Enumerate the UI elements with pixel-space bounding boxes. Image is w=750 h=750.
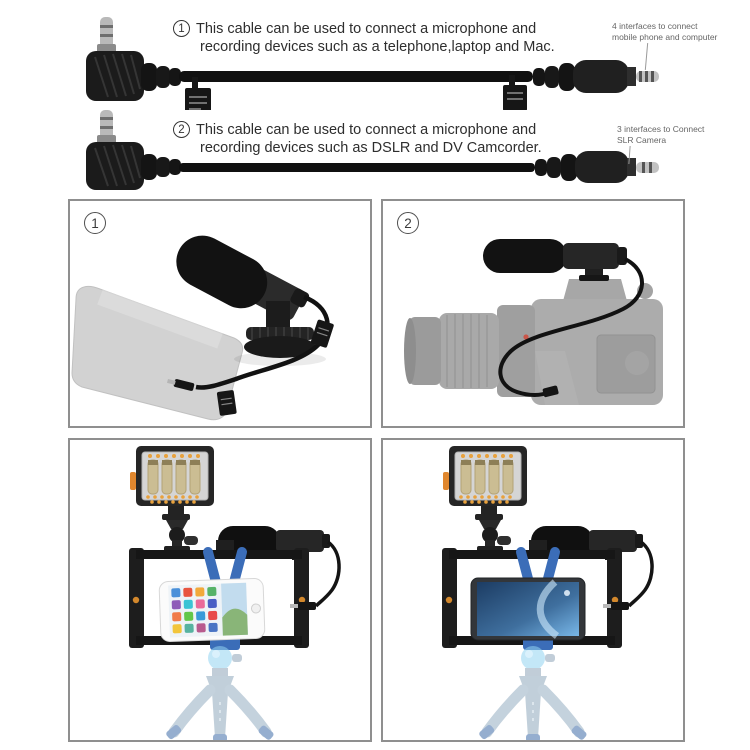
mic-cable: [498, 257, 644, 397]
light-side-button: [443, 472, 449, 490]
video-rig-illustration: [442, 446, 654, 740]
mini-tripod: [479, 646, 587, 740]
cable-tag: [216, 390, 237, 416]
instruction-1-line2: recording devices such as a telephone,la…: [200, 39, 555, 55]
app-icons: [171, 586, 218, 634]
batteries: [460, 459, 514, 495]
smartphone-silhouette: [71, 285, 244, 421]
cable-1-wire: [179, 71, 533, 82]
smartphone-dark: [470, 577, 586, 641]
cable-2-illustration: [86, 110, 659, 190]
led-dots: [459, 454, 513, 504]
ball-head-mount: [473, 506, 511, 557]
panel-mic-with-phone: 1: [68, 199, 372, 428]
mic-on-phone-illustration: [71, 235, 334, 421]
cable-plug: [542, 385, 559, 398]
panel-mic-with-dslr: 2: [381, 199, 685, 428]
straight-plug-trs: [535, 151, 659, 183]
light-side-button: [130, 472, 136, 490]
instruction-2: 2 This cable can be used to connect a mi…: [173, 121, 573, 157]
mic-on-camera-illustration: [404, 239, 663, 405]
panel-1-badge: 1: [84, 212, 106, 234]
dslr-camera-silhouette: [404, 279, 663, 405]
circled-number-2: 2: [173, 121, 190, 138]
instruction-1-line1: This cable can be used to connect a micr…: [196, 21, 537, 37]
ball-head-mount: [160, 506, 198, 557]
connector-note-4pole: 4 interfaces to connect mobile phone and…: [612, 21, 742, 42]
note-line: mobile phone and computer: [612, 31, 718, 42]
cable-1-illustration: [86, 17, 659, 110]
panel-2-badge: 2: [397, 212, 419, 234]
cable-tag: [503, 75, 527, 110]
instruction-2-line2: recording devices such as DSLR and DV Ca…: [200, 140, 542, 156]
cable-plug: [603, 602, 629, 610]
batteries: [147, 459, 201, 495]
cable-tag: [310, 319, 334, 348]
note-line: 4 interfaces to connect: [612, 21, 698, 31]
right-angle-plug: [86, 17, 181, 101]
instruction-2-line1: This cable can be used to connect a micr…: [196, 122, 537, 138]
circled-number-1: 1: [173, 20, 190, 37]
note-line: SLR Camera: [617, 134, 667, 145]
instruction-1: 1 This cable can be used to connect a mi…: [173, 20, 573, 56]
led-dots: [146, 454, 200, 504]
mic-cable: [627, 540, 654, 608]
cable-2-wire: [179, 163, 535, 172]
note-line: 3 interfaces to Connect: [617, 124, 705, 134]
connector-note-3pole: 3 interfaces to Connect SLR Camera: [617, 124, 737, 145]
cable-tag: [185, 77, 211, 110]
microphone: [483, 239, 627, 281]
video-rig-illustration: [129, 446, 341, 740]
microphone: [176, 235, 316, 358]
right-angle-plug: [86, 110, 181, 190]
cable-plug: [290, 602, 316, 610]
panel-rig-dark-phone: [381, 438, 685, 742]
mini-tripod: [166, 646, 274, 740]
smartphone-white: [158, 578, 266, 642]
cable-plug: [167, 378, 195, 391]
straight-plug-trrs: [533, 60, 659, 93]
led-light: [130, 446, 214, 506]
mic-cable: [314, 540, 341, 608]
mic-cable: [195, 294, 330, 390]
led-light: [443, 446, 527, 506]
panel-rig-white-phone: [68, 438, 372, 742]
